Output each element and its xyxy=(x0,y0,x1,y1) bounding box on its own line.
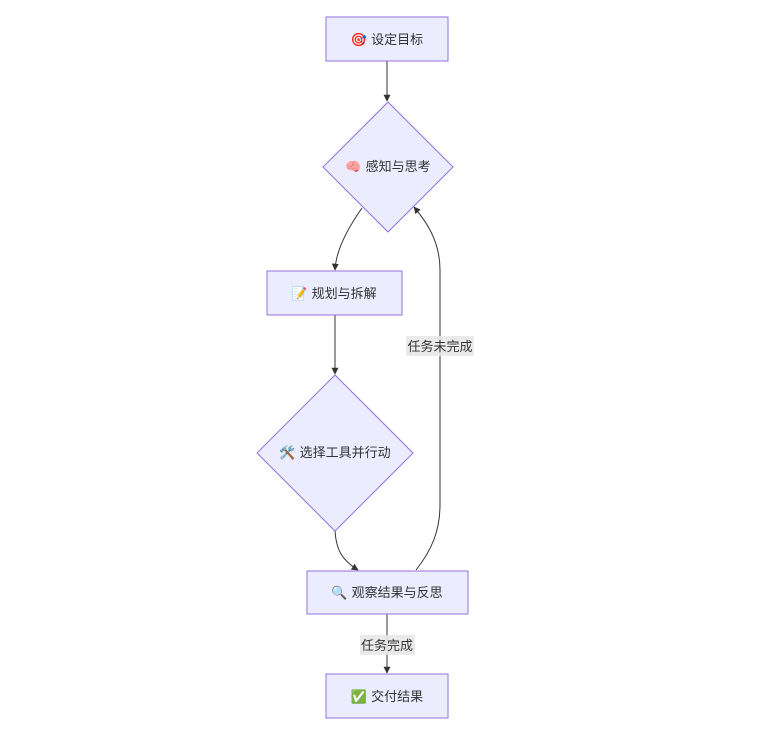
node-perceive-label: 🧠 感知与思考 xyxy=(345,159,430,175)
edge-act-to-observe xyxy=(334,529,359,571)
edge-observe-to-perceive xyxy=(413,206,441,571)
node-act-label: 🛠️ 选择工具并行动 xyxy=(279,444,390,461)
node-act: 🛠️ 选择工具并行动 xyxy=(256,374,414,532)
node-deliver: ✅ 交付结果 xyxy=(325,673,449,719)
node-goal: 🎯 设定目标 xyxy=(325,16,449,62)
edge-label-done-text: 任务完成 xyxy=(361,638,413,654)
node-plan: 📝 规划与拆解 xyxy=(266,270,403,316)
edge-perceive-to-plan xyxy=(331,207,363,271)
edge-label-not-done: 任务未完成 xyxy=(406,336,474,356)
node-perceive: 🧠 感知与思考 xyxy=(322,101,454,233)
node-observe-label: 🔍 观察结果与反思 xyxy=(331,584,442,601)
edge-label-done: 任务完成 xyxy=(360,635,415,655)
node-observe: 🔍 观察结果与反思 xyxy=(306,570,469,615)
node-deliver-label: ✅ 交付结果 xyxy=(351,689,423,705)
edge-label-not-done-text: 任务未完成 xyxy=(407,339,472,355)
node-plan-label: 📝 规划与拆解 xyxy=(291,286,376,302)
node-goal-label: 🎯 设定目标 xyxy=(351,32,423,48)
